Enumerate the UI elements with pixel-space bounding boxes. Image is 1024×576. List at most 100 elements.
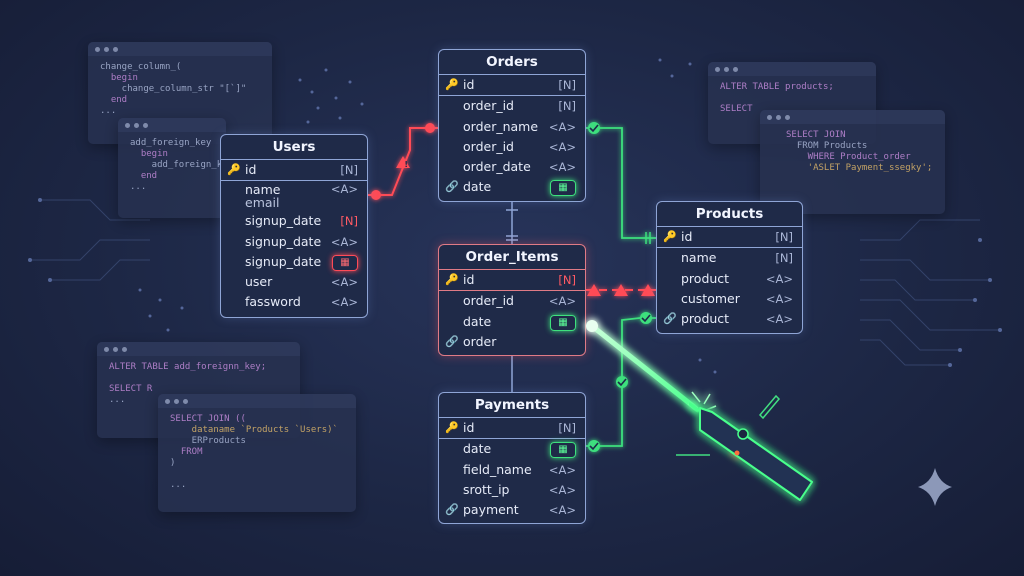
- table-row[interactable]: 🔑id[N]: [657, 227, 802, 249]
- table-row[interactable]: srott_ip<A>: [439, 480, 585, 500]
- warning-icon: [587, 284, 601, 296]
- code-line: WHERE Product_order: [786, 152, 911, 162]
- table-row[interactable]: 🔑id[N]: [221, 160, 367, 182]
- table-row[interactable]: date ▦: [439, 439, 585, 459]
- table-row[interactable]: order_id<A>: [439, 137, 585, 157]
- column-name: date: [463, 313, 492, 329]
- code-window-add-foreign-key: add_foreign_key begin add_foreign_k end …: [118, 118, 226, 218]
- column-name: order_id: [463, 293, 514, 309]
- column-name: customer: [681, 290, 740, 306]
- table-row[interactable]: 🔗product<A>: [657, 309, 802, 329]
- table-row[interactable]: product <A>: [657, 269, 802, 289]
- scribble-marks: [676, 394, 781, 456]
- code-line: ERProducts: [170, 436, 246, 446]
- table-products[interactable]: Products 🔑id[N] name[N] product<A> custo…: [656, 201, 803, 334]
- table-row[interactable]: order_id<A>: [439, 291, 585, 311]
- table-row[interactable]: 🔗payment<A>: [439, 500, 585, 520]
- code-line: SELECT JOIN ((: [170, 414, 246, 424]
- column-name: date: [463, 441, 492, 457]
- relationship-orders-products-valid: [586, 122, 656, 244]
- table-title: Orders: [439, 50, 585, 75]
- column-name: name: [245, 182, 281, 198]
- column-name: order_date: [463, 159, 531, 175]
- table-row[interactable]: fassword<A>: [221, 292, 367, 312]
- code-line: FROM: [170, 447, 203, 457]
- column-name: field_name: [463, 461, 532, 477]
- table-row[interactable]: order_id[N]: [439, 96, 585, 116]
- code-line: change_column_(: [100, 62, 182, 72]
- code-line: FROM Products: [786, 141, 868, 151]
- code-snippet: add_foreign_key begin add_foreign_k end …: [118, 132, 226, 199]
- table-row[interactable]: order_date <A>: [439, 157, 585, 177]
- column-type: <A>: [765, 291, 793, 306]
- table-row[interactable]: field_name <A>: [439, 460, 585, 480]
- table-row[interactable]: signup_date[N]: [221, 211, 367, 231]
- code-line: SELECT JOIN: [786, 130, 846, 140]
- laser-sparks: [687, 391, 717, 411]
- column-type: [N]: [340, 163, 358, 177]
- relationship-orderitems-products-broken: [586, 284, 656, 296]
- table-row[interactable]: 🔑id[N]: [439, 418, 585, 440]
- table-row[interactable]: name[N]: [657, 248, 802, 268]
- table-row[interactable]: signup_date▦: [221, 252, 367, 272]
- column-name: srott_ip: [463, 481, 510, 497]
- laser-beam: [586, 320, 701, 413]
- table-row[interactable]: user<A>: [221, 272, 367, 292]
- relationship-orders-orderitems: [506, 202, 518, 392]
- link-icon: 🔗: [445, 503, 459, 517]
- code-snippet: SELECT JOIN (( dataname `Products `Users…: [158, 408, 356, 497]
- window-controls: [158, 394, 356, 408]
- warning-icon: [641, 284, 655, 296]
- code-line: ...: [170, 480, 187, 490]
- table-row[interactable]: 🔑 id [N]: [439, 75, 585, 97]
- code-snippet: SELECT JOIN FROM Products WHERE Product_…: [760, 124, 945, 180]
- code-line: ALTER TABLE add_foreignn_key;: [109, 362, 267, 372]
- code-window-select-join-products: SELECT JOIN FROM Products WHERE Product_…: [760, 110, 945, 214]
- calendar-icon: ▦: [550, 180, 576, 197]
- key-icon: 🔑: [445, 421, 459, 434]
- key-icon: 🔑: [663, 230, 677, 243]
- column-type: <A>: [548, 160, 576, 175]
- column-type: [N]: [558, 78, 576, 92]
- column-name: product: [681, 270, 730, 286]
- column-type: <A>: [765, 271, 793, 286]
- column-name: order_name: [463, 118, 539, 134]
- table-row[interactable]: 🔗date▦: [439, 177, 585, 197]
- column-type: <A>: [548, 119, 576, 134]
- table-payments[interactable]: Payments 🔑id[N] date▦ field_name<A> srot…: [438, 392, 586, 524]
- code-line: SELECT: [720, 104, 753, 114]
- column-type: <A>: [330, 182, 358, 197]
- column-name: id: [463, 272, 475, 287]
- calendar-icon: ▦: [550, 442, 576, 459]
- column-type: <A>: [548, 503, 576, 518]
- column-name: id: [463, 420, 475, 435]
- code-line: add_foreign_key: [130, 138, 212, 148]
- column-type: <A>: [765, 312, 793, 327]
- relationship-payments-products-valid: [586, 312, 656, 452]
- table-row[interactable]: 🔗order: [439, 332, 585, 352]
- window-controls: [118, 118, 226, 132]
- calendar-icon: ▦: [332, 254, 358, 271]
- key-icon: 🔑: [445, 78, 459, 91]
- table-row[interactable]: date▦: [439, 312, 585, 332]
- code-line: ...: [100, 106, 117, 116]
- column-name: id: [463, 77, 475, 92]
- code-snippet: ALTER TABLE products; SELECT: [708, 76, 876, 121]
- table-row[interactable]: signup_date<A>: [221, 232, 367, 252]
- table-order-items[interactable]: Order_Items 🔑id[N] order_id<A> date▦ 🔗or…: [438, 244, 586, 356]
- table-row[interactable]: customer <A>: [657, 289, 802, 309]
- code-line: add_foreign_k: [130, 160, 223, 170]
- table-row[interactable]: 🔑id[N]: [439, 270, 585, 292]
- table-row[interactable]: order_name <A>: [439, 117, 585, 137]
- table-orders[interactable]: Orders 🔑id[N] order_id[N] order_name<A> …: [438, 49, 586, 202]
- code-line: end: [100, 95, 128, 105]
- link-icon: 🔗: [445, 334, 459, 348]
- column-type: <A>: [548, 462, 576, 477]
- column-name: id: [681, 229, 693, 244]
- code-line: ): [170, 458, 176, 468]
